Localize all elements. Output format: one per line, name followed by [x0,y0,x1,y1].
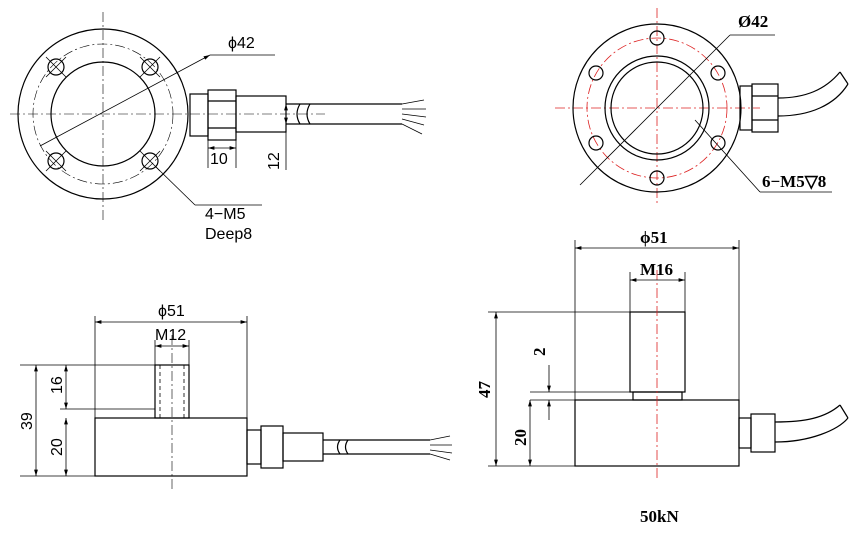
hole-label-right: 6−M5▽8 [762,172,826,191]
dim-39: 39 [19,412,36,430]
dim-m12: M12 [155,327,186,344]
bottom-right-elevation: ϕ51 M16 47 2 20 [475,228,849,480]
flange-outer [17,28,189,200]
bolt-holes [45,56,161,172]
dia-label-right: Ø42 [738,12,768,31]
cable-gland-right [739,71,849,133]
dim-20-right: 20 [511,429,530,446]
dim-m16: M16 [640,260,673,279]
cable [286,99,427,135]
dim-12: 12 [266,152,283,170]
stud-right [629,311,686,393]
caption-50kn: 50kN [640,507,679,526]
dim-phi51-right: ϕ51 [640,228,668,247]
body [94,417,248,477]
cable-gland [189,89,287,141]
dim-16: 16 [49,376,66,394]
dia-label: ϕ42 [228,35,255,52]
flange-inner-right [604,55,710,161]
top-right-plan-view: Ø42 6−M5▽8 [555,8,849,205]
dim-phi51-left: ϕ51 [158,303,185,320]
dim-47: 47 [475,381,494,399]
bottom-left-elevation: ϕ51 M12 39 16 20 [19,303,453,490]
top-left-plan-view: ϕ42 4−M5 Deep8 10 12 [10,12,427,243]
flange-inner [50,61,156,167]
stud [154,364,190,419]
dim-20-left: 20 [49,438,66,456]
hole-label-2: Deep8 [205,226,252,243]
six-bolt-holes [588,30,726,186]
hole-label-1: 4−M5 [205,206,246,223]
dim-2: 2 [530,348,549,357]
flange-outer-right [572,23,742,193]
dim-10: 10 [210,151,228,168]
